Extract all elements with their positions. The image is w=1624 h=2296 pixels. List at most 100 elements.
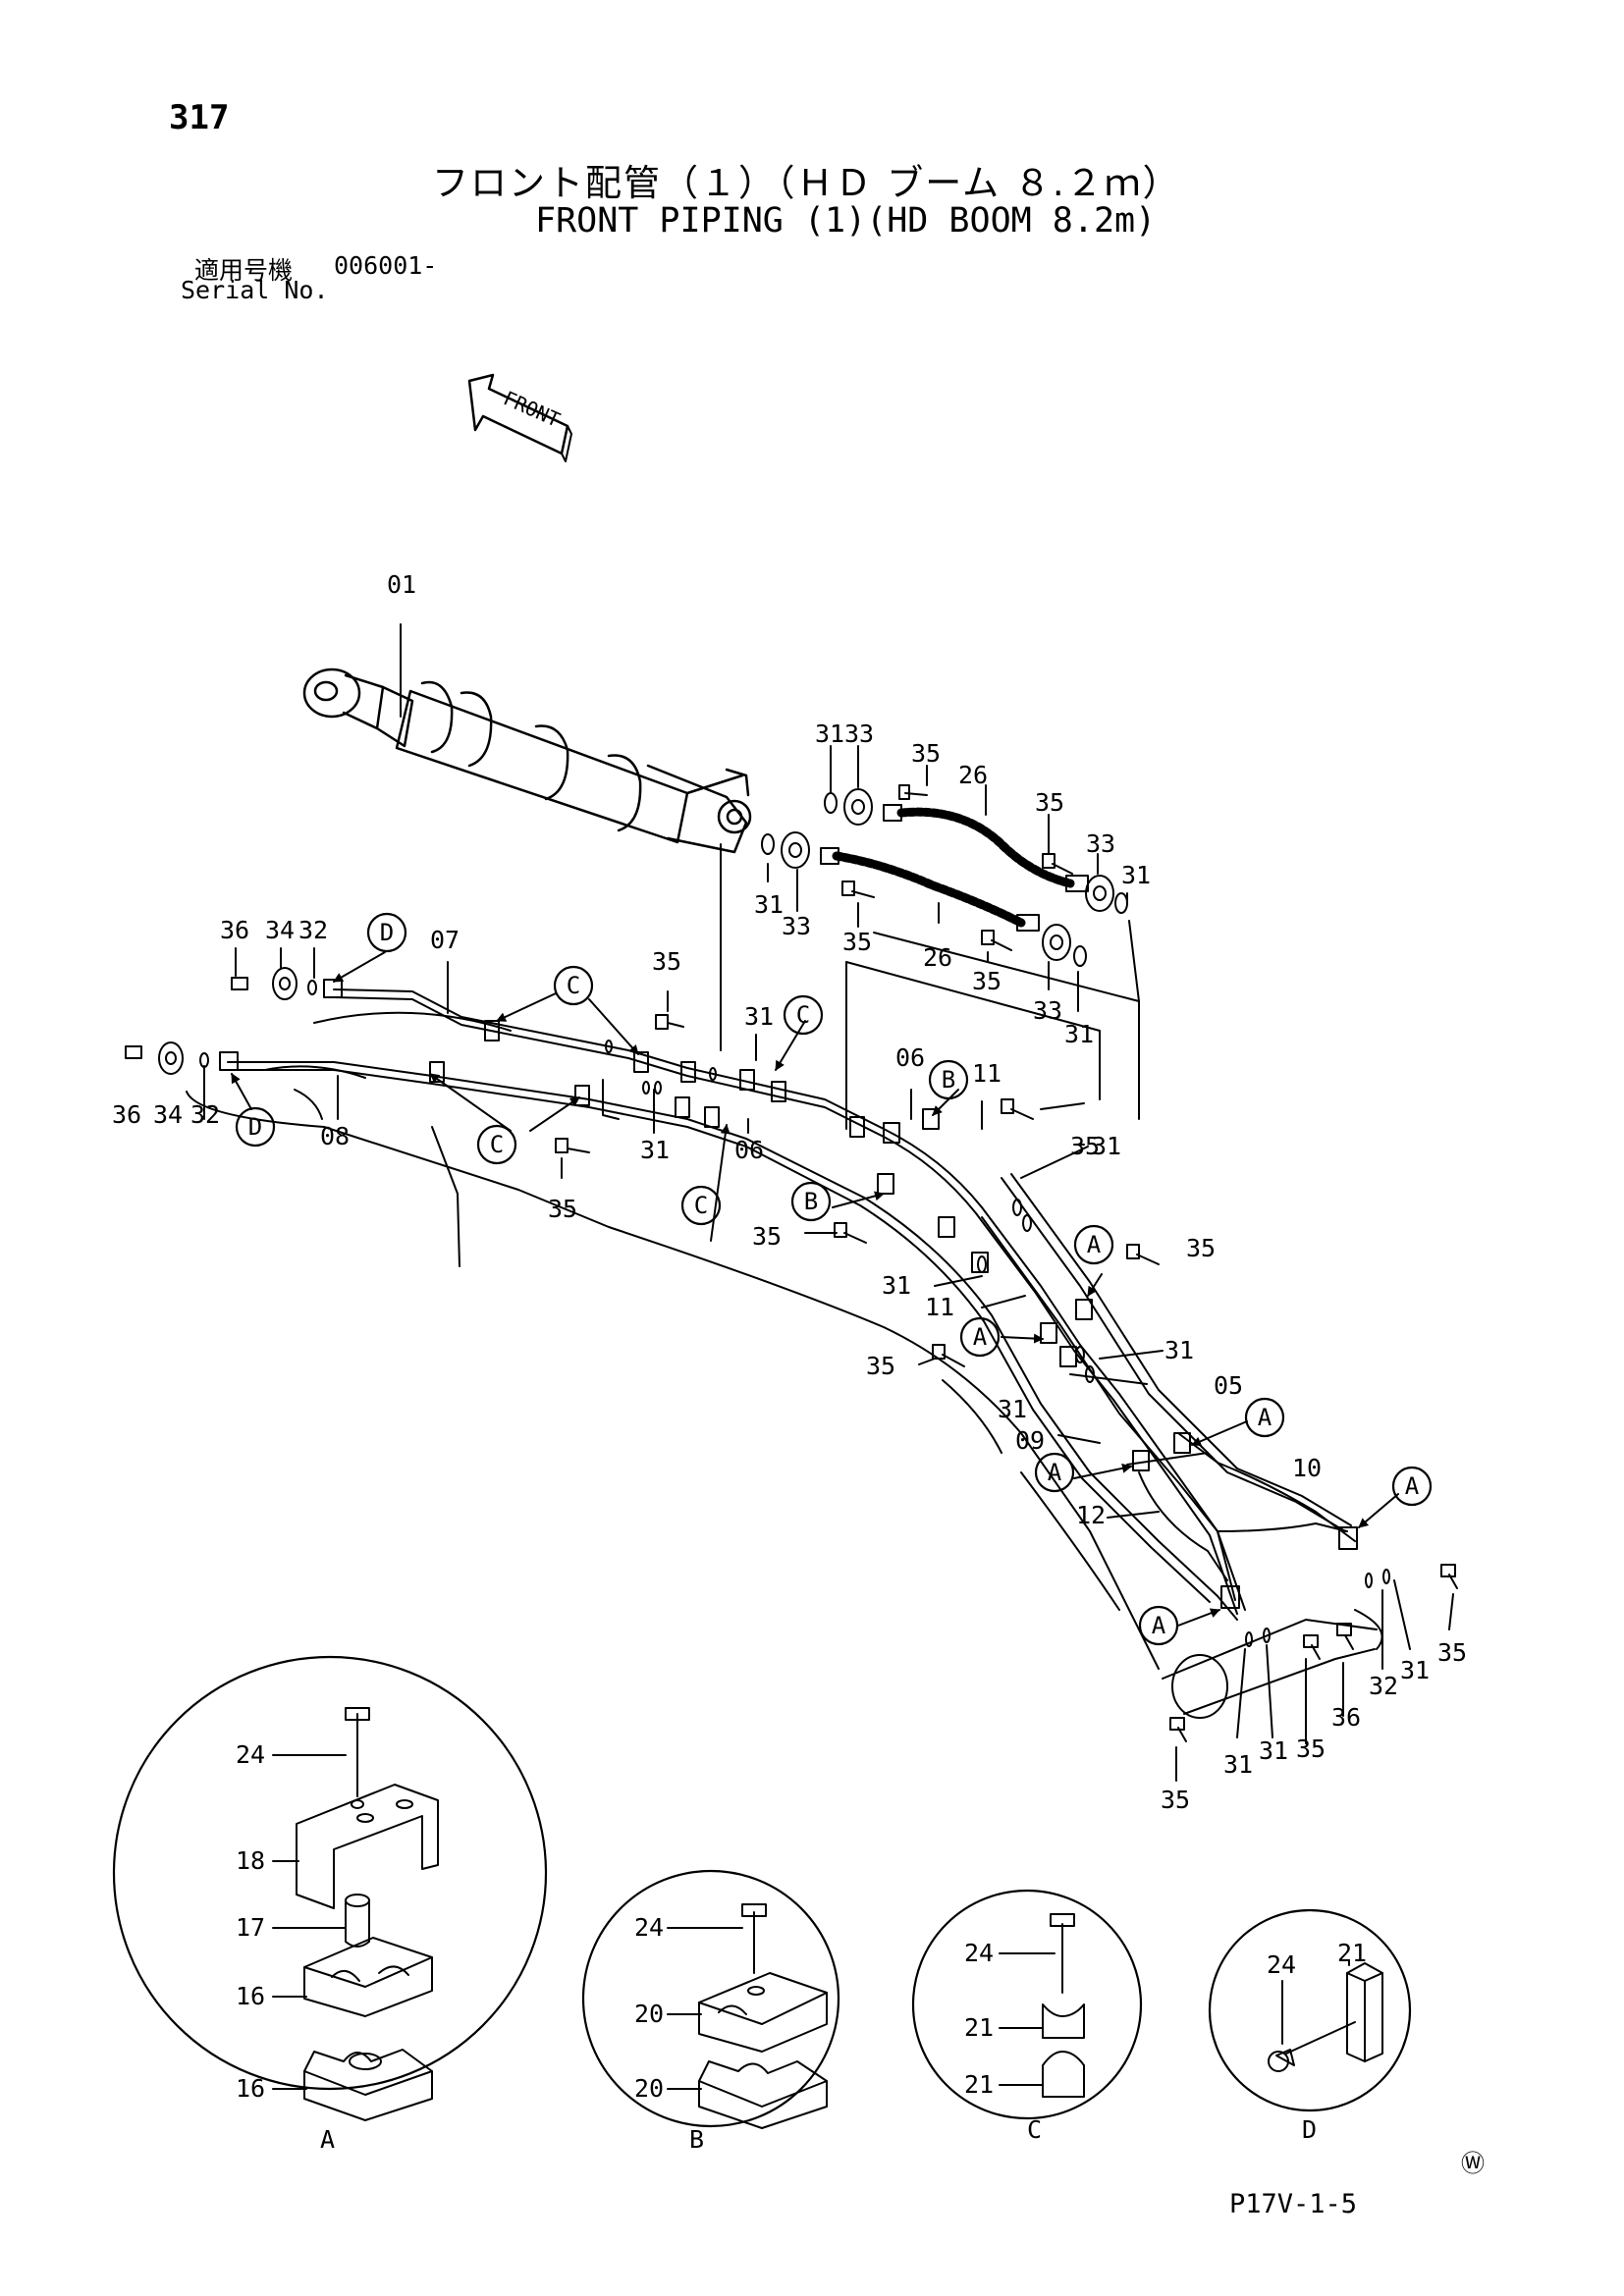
detail-d-clamp <box>1268 1962 1383 2072</box>
detail-a-part-16a: 16 <box>236 1982 265 2010</box>
callout-36c: 36 <box>1331 1703 1361 1732</box>
detail-a-part-17: 17 <box>236 1913 265 1942</box>
hose-26-lower-end <box>1016 914 1040 932</box>
letter-d-2: D <box>248 1113 262 1141</box>
callout-31l: 31 <box>1259 1736 1288 1765</box>
detail-a-label: A <box>320 2125 335 2154</box>
detail-c-part-24: 24 <box>964 1939 994 1967</box>
detail-a-part-16b: 16 <box>236 2074 265 2103</box>
callout-06b: 06 <box>895 1043 925 1072</box>
drawing-code: P17V-1-5 <box>1229 2189 1358 2219</box>
detail-b-part-20b: 20 <box>634 2074 664 2103</box>
callout-35j: 35 <box>866 1352 895 1380</box>
page-title-english: FRONT PIPING (1)(HD BOOM 8.2m) <box>535 201 1157 240</box>
callout-26b: 26 <box>923 943 952 972</box>
pipe-12 <box>1138 1471 1228 1581</box>
callout-01: 01 <box>387 570 416 599</box>
letter-a-2: A <box>973 1323 988 1351</box>
detail-c-part-21a: 21 <box>964 2013 994 2042</box>
hose-26-lower-start <box>820 847 839 865</box>
hose-26-lower <box>832 851 1026 928</box>
callout-35h: 35 <box>752 1222 782 1251</box>
callout-leaders <box>203 623 1454 1782</box>
letter-b-1: B <box>942 1066 955 1094</box>
detail-labels: A 24 18 17 16 16 B 24 20 20 C 24 21 21 D… <box>236 1740 1367 2154</box>
letter-callout-labels: D D C C C C B B A A A A A A <box>248 919 1420 1639</box>
callout-31a: 31 <box>815 720 844 748</box>
callout-31f: 31 <box>640 1136 670 1164</box>
letter-c-3: C <box>490 1131 504 1158</box>
serial-label-english: Serial No. <box>181 276 329 304</box>
callout-31m: 31 <box>1223 1750 1253 1779</box>
page-number: 317 <box>169 98 230 137</box>
page-title-japanese: フロント配管（１）（ＨＤ ブーム ８.２ｍ） <box>432 162 1181 204</box>
pipe-08 <box>227 1061 1238 1621</box>
callout-34a: 34 <box>265 916 295 944</box>
letter-a-5: A <box>1405 1472 1420 1500</box>
callout-07: 07 <box>430 926 460 954</box>
detail-d-part-21: 21 <box>1337 1939 1367 1967</box>
detail-leaders <box>272 1754 1350 2090</box>
letter-d-1: D <box>380 919 394 946</box>
detail-c-clamp <box>1042 1913 1085 2098</box>
pipe-clamps <box>429 1020 1358 1609</box>
callout-32a: 32 <box>298 916 328 944</box>
detail-circle-d <box>1208 1908 1412 2112</box>
detail-circle-c <box>911 1889 1143 2120</box>
serial-number: 006001- <box>334 251 438 280</box>
callout-32c: 32 <box>1369 1672 1398 1700</box>
callout-35e: 35 <box>652 947 681 976</box>
callout-06a: 06 <box>734 1136 764 1164</box>
detail-b-part-24: 24 <box>634 1913 664 1942</box>
letter-c-4: C <box>694 1192 708 1219</box>
callout-31e: 31 <box>744 1002 774 1031</box>
callout-36b: 36 <box>112 1100 141 1129</box>
detail-circle-b <box>581 1869 840 2128</box>
boom-outline <box>186 1011 1383 1719</box>
letter-c-2: C <box>796 1001 810 1029</box>
detail-d-label: D <box>1302 2115 1317 2144</box>
callout-35i: 35 <box>1186 1234 1216 1262</box>
callout-arrows <box>231 951 1399 1627</box>
pipe-10 <box>1177 1432 1356 1542</box>
o-rings <box>605 1040 1390 1647</box>
front-direction-arrow <box>467 373 572 462</box>
pipe-05-inner <box>1010 1173 1352 1526</box>
letter-callout-circles <box>235 912 1433 1646</box>
callout-35k: 35 <box>1437 1638 1467 1667</box>
callout-35d: 35 <box>972 967 1001 995</box>
pipe-08-inner <box>227 1069 1211 1603</box>
callout-35a: 35 <box>911 739 941 768</box>
number-callouts: 01 31 33 35 26 35 33 31 31 33 35 26 35 3… <box>112 570 1467 1814</box>
letter-c-1: C <box>567 972 580 999</box>
flanges-cylinder-side <box>761 788 1128 967</box>
callout-31i: 31 <box>1164 1336 1194 1364</box>
callout-31h: 31 <box>882 1271 911 1300</box>
callout-35l: 35 <box>1296 1735 1326 1763</box>
letter-a-4: A <box>1048 1459 1062 1486</box>
callout-36a: 36 <box>220 916 249 944</box>
detail-b-part-20a: 20 <box>634 2000 664 2028</box>
detail-c-part-21b: 21 <box>964 2070 994 2099</box>
callout-12: 12 <box>1076 1501 1106 1529</box>
callout-35g: 35 <box>1070 1132 1100 1160</box>
detail-b-clamp <box>698 1903 828 2129</box>
letter-a-1: A <box>1087 1231 1102 1258</box>
detail-c-label: C <box>1027 2115 1042 2144</box>
callout-31c: 31 <box>754 890 784 919</box>
callout-31j: 31 <box>998 1395 1027 1423</box>
pipe-12-b <box>1217 1522 1348 1532</box>
detail-a-part-18: 18 <box>236 1846 265 1875</box>
callout-05: 05 <box>1214 1371 1243 1400</box>
callout-26a: 26 <box>958 761 988 789</box>
callout-33a: 33 <box>844 720 874 748</box>
callout-33d: 33 <box>1033 996 1062 1025</box>
callout-31d: 31 <box>1064 1020 1094 1048</box>
letter-b-2: B <box>804 1188 818 1215</box>
watermark-symbol: Ⓦ <box>1461 2150 1485 2177</box>
callout-35b: 35 <box>1035 788 1064 817</box>
alignment-lines <box>602 843 1140 1130</box>
pipe-09 <box>981 1216 1236 1601</box>
callout-35c: 35 <box>842 928 872 956</box>
